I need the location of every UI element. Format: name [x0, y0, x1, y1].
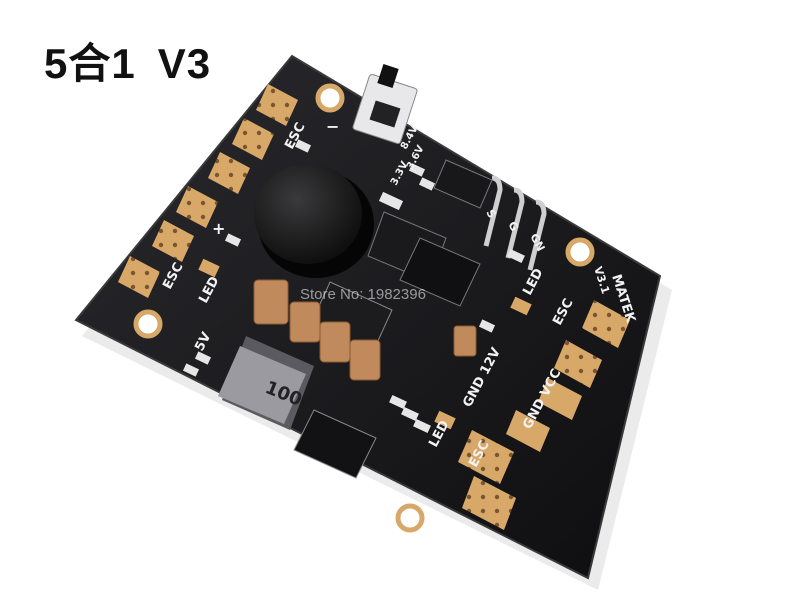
led-windows: [198, 258, 532, 430]
esc-pads-right: [458, 300, 630, 530]
smd-components: [182, 139, 525, 434]
mount-holes: [133, 83, 595, 533]
store-watermark: Store No: 1982396: [300, 286, 426, 303]
pin-header: [483, 175, 547, 271]
title-version: V3: [157, 40, 212, 87]
label-plus: +: [212, 219, 225, 238]
esc-pads-left: [118, 84, 298, 298]
voltage-switch: [352, 64, 418, 145]
product-title: 5合1 V3: [44, 30, 211, 91]
label-minus: −: [326, 117, 339, 136]
power-pads-right: [506, 378, 582, 452]
ic-chips: [293, 159, 493, 479]
capacitors: [253, 279, 477, 381]
title-main: 5合1: [44, 40, 136, 87]
buzzer: [254, 164, 374, 278]
inductor: 100: [218, 336, 314, 430]
